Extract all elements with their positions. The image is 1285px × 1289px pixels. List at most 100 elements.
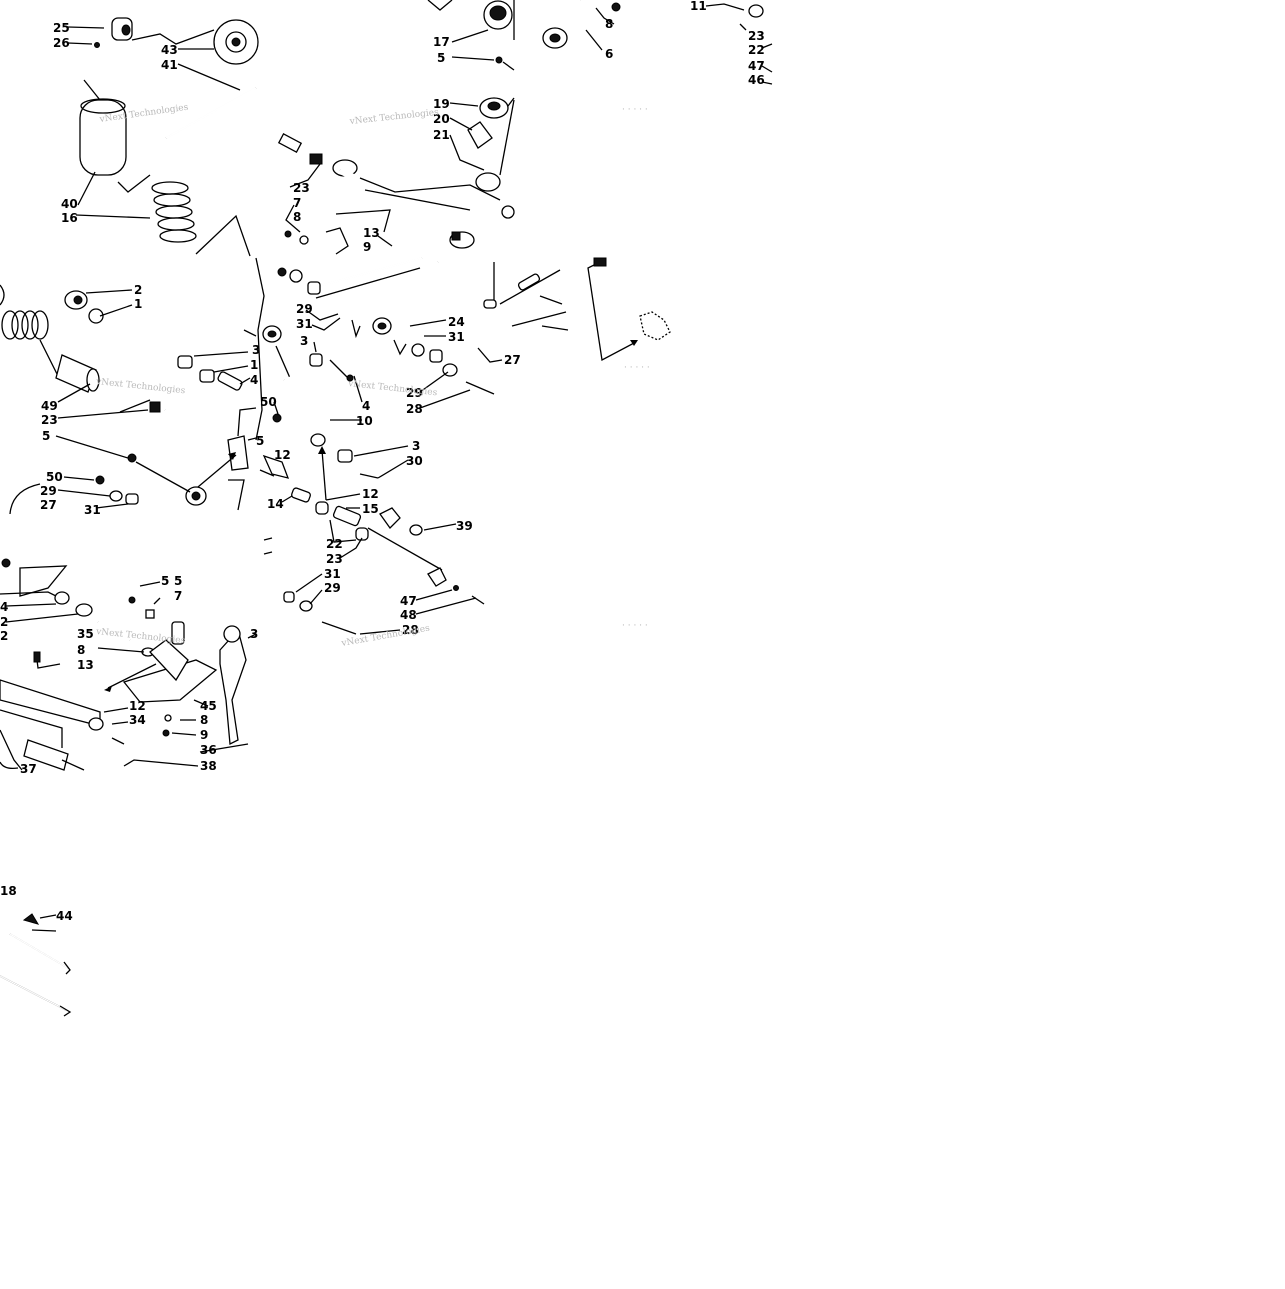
- callout-label: 8: [77, 643, 85, 657]
- callout-label: 23: [748, 29, 765, 43]
- tile-top-left: 25 26 43 41 40 16 vNext Technologies: [53, 17, 259, 257]
- rear-shock: [372, 255, 445, 335]
- callout-label: 46: [748, 73, 765, 87]
- callout-label: 34: [129, 713, 146, 727]
- callout-label: 2: [0, 629, 8, 643]
- callout-label: 22: [748, 43, 765, 57]
- callout-label: 5: [256, 434, 264, 448]
- callout-label: 15: [362, 502, 379, 516]
- callout-label: 13: [77, 658, 94, 672]
- callout-label: 9: [363, 240, 371, 254]
- callout-label: 12: [274, 448, 291, 462]
- callout-label: 23: [326, 552, 343, 566]
- callout-label: 11: [690, 0, 707, 13]
- tile-top-right: 8 6 11 23 22 47 46: [542, 0, 773, 87]
- callout-label: 3: [250, 627, 258, 641]
- callout-label: 36: [200, 743, 217, 757]
- callout-label: 49: [41, 399, 58, 413]
- callout-label: 6: [605, 47, 613, 61]
- callout-label: 18: [0, 884, 17, 898]
- callout-label: 50: [46, 470, 63, 484]
- shock-body: [79, 99, 127, 176]
- callout-label: 3: [300, 334, 308, 348]
- callout-label: 45: [200, 699, 217, 713]
- callout-label: 23: [41, 413, 58, 427]
- callout-label: 27: [504, 353, 521, 367]
- callout-label: 8: [200, 713, 208, 727]
- callout-label: 5: [161, 574, 169, 588]
- callout-label: 27: [40, 498, 57, 512]
- callout-label: 43: [161, 43, 178, 57]
- callout-label: 47: [748, 59, 765, 73]
- callout-label: 4: [0, 600, 8, 614]
- callout-label: 20: [433, 112, 450, 126]
- rear-arm-assembly: [277, 133, 501, 249]
- callout-label: 3: [412, 439, 420, 453]
- callout-label: 2: [0, 615, 8, 629]
- callout-label: 12: [129, 699, 146, 713]
- callout-label: 16: [61, 211, 78, 225]
- callout-label: 35: [77, 627, 94, 641]
- callout-label: 31: [296, 317, 313, 331]
- callout-label: 10: [356, 414, 373, 428]
- callout-label: 5: [42, 429, 50, 443]
- callout-label: 23: [293, 181, 310, 195]
- callout-label: 37: [20, 762, 37, 776]
- callout-label: 22: [326, 537, 343, 551]
- callout-label: 19: [433, 97, 450, 111]
- callout-label: 41: [161, 58, 178, 72]
- callout-label: 48: [400, 608, 417, 622]
- tile-middle-left: 2 1 49 23 5 50 29 27 31 vNext Technologi…: [0, 283, 257, 517]
- watermark-fragment: · · · · ·: [622, 621, 648, 631]
- callout-label: 31: [448, 330, 465, 344]
- callout-label: 2: [134, 283, 142, 297]
- tile-center: 3 1 4 50 5 12 29 31 3 24 31 4 10 3 30 27…: [177, 255, 671, 501]
- shock-absorber: [262, 325, 328, 447]
- callout-label: 13: [363, 226, 380, 240]
- callout-label: 50: [260, 395, 277, 409]
- callout-label: 1: [250, 358, 258, 372]
- tile-top-middle: 17 5 19 20 21 23 7 8 13 9 vNext Technolo…: [277, 0, 515, 255]
- coil-spring: [151, 181, 197, 243]
- callout-label: 12: [362, 487, 379, 501]
- callout-label: 5: [437, 51, 445, 65]
- tile-lower-middle: 14 12 15 22 23 39 31 29 47 48 28 vNext T…: [263, 487, 485, 649]
- callout-label: 31: [84, 503, 101, 517]
- tile-far-bottom-left: 18 44: [0, 884, 73, 1017]
- callout-label: 38: [200, 759, 217, 773]
- callout-label: 29: [324, 581, 341, 595]
- callout-label: 25: [53, 21, 70, 35]
- tile-bottom-left: 5 4 2 2 35 8 13 12 34 5 7 45 8 9 36 37 3…: [0, 558, 258, 776]
- callout-label: 29: [40, 484, 57, 498]
- callout-label: 44: [56, 909, 73, 923]
- callout-label: 29: [296, 302, 313, 316]
- callout-label: 8: [293, 210, 301, 224]
- callout-label: 3: [252, 343, 260, 357]
- callout-label: 14: [267, 497, 284, 511]
- callout-label: 4: [250, 373, 258, 387]
- callout-label: 26: [53, 36, 70, 50]
- callout-label: 39: [456, 519, 473, 533]
- callout-label: 31: [324, 567, 341, 581]
- callout-label: 7: [174, 589, 182, 603]
- callout-label: 29: [406, 386, 423, 400]
- torsion-spring: [1, 310, 61, 381]
- watermark-fragment: · · · · ·: [624, 363, 650, 373]
- callout-label: 30: [406, 454, 423, 468]
- callout-label: 40: [61, 197, 78, 211]
- callout-label: 28: [406, 402, 423, 416]
- callout-label: 5: [174, 574, 182, 588]
- watermark-fragment: · · · · ·: [622, 105, 648, 115]
- slide-rail-bracket: [122, 621, 247, 746]
- callout-label: 24: [448, 315, 465, 329]
- callout-label: 4: [362, 399, 370, 413]
- callout-label: 28: [402, 623, 419, 637]
- callout-label: 9: [200, 728, 208, 742]
- callout-label: 47: [400, 594, 417, 608]
- watermark: vNext Technologies: [348, 108, 439, 127]
- callout-label: 7: [293, 196, 301, 210]
- callout-label: 8: [605, 17, 613, 31]
- callout-label: 21: [433, 128, 450, 142]
